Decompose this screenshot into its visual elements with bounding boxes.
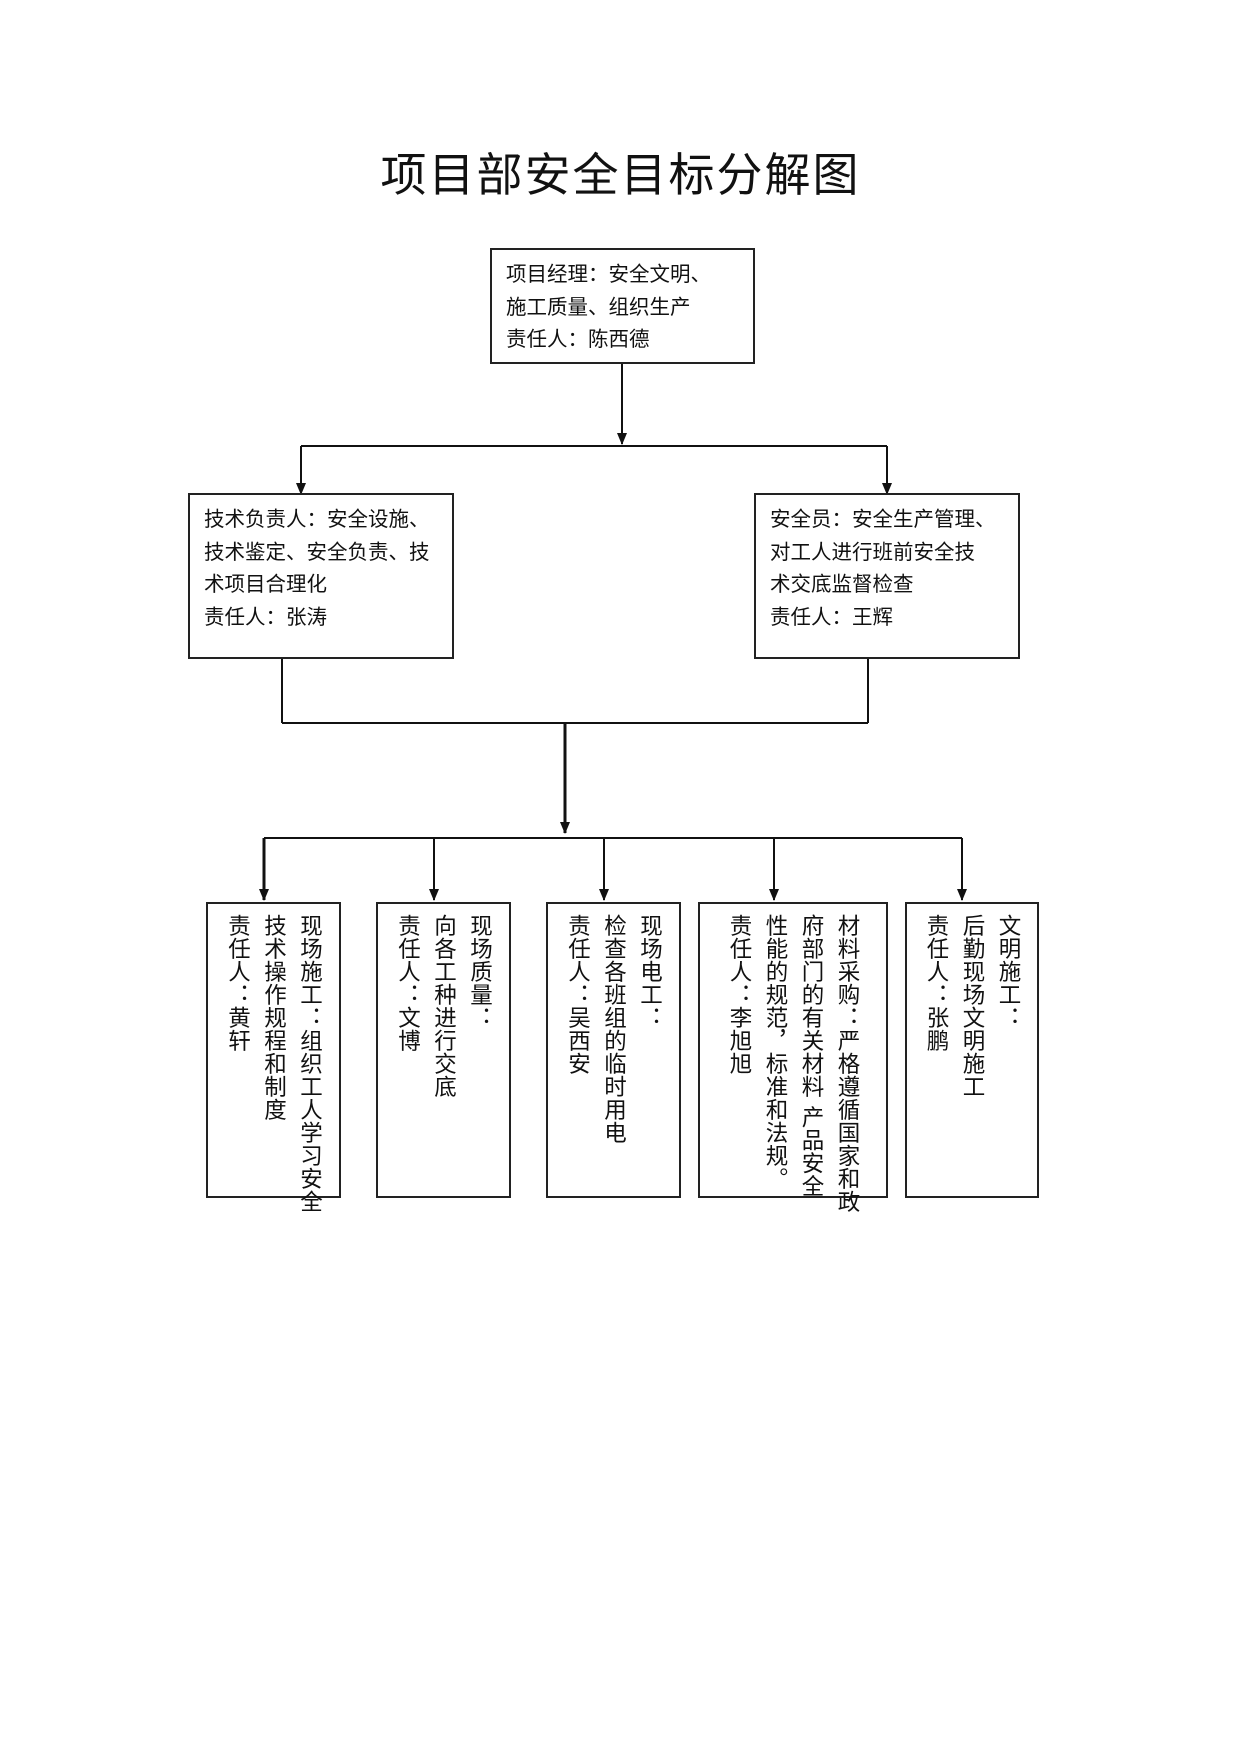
project-manager-line-2: 施工质量、组织生产 — [506, 294, 691, 319]
vertical-text-column: 责任人：李旭旭 — [726, 914, 752, 1075]
technical-lead-line-4: 责任人：张涛 — [204, 604, 327, 629]
vertical-text-column: 向各工种进行交底 — [430, 914, 457, 1098]
vertical-text-column: 技术操作规程和制度 — [260, 914, 287, 1121]
vertical-text-column: 后勤现场文明施工 — [959, 914, 985, 1098]
safety-officer-box: 安全员：安全生产管理、 对工人进行班前安全技 术交底监督检查 责任人：王辉 — [754, 493, 1020, 659]
bottom-box-site-construction: 现场施工：组织工人学习安全 技术操作规程和制度 责任人：黄轩 — [206, 902, 341, 1213]
vertical-text-column: 检查各班组的临时用电 — [600, 914, 627, 1144]
technical-lead-box: 技术负责人：安全设施、 技术鉴定、安全负责、技 术项目合理化 责任人：张涛 — [188, 493, 454, 659]
vertical-text-column: 责任人：文博 — [394, 914, 421, 1052]
vertical-text-column: 文明施工： — [995, 914, 1021, 1029]
vertical-text-column: 性能的规范，标准和法规。 — [762, 914, 788, 1190]
vertical-text-column: 责任人：张鹏 — [923, 914, 949, 1052]
bottom-box-site-quality: 现场质量： 向各工种进行交底 责任人：文博 — [376, 902, 511, 1198]
safety-officer-line-1: 安全员：安全生产管理、 — [770, 507, 996, 531]
bottom-box-civilized-construction: 文明施工： 后勤现场文明施工 责任人：张鹏 — [905, 902, 1039, 1198]
project-manager-line-3: 责任人：陈西德 — [506, 327, 650, 351]
vertical-text-column: 材料采购：严格遵循国家和政 — [834, 914, 860, 1213]
technical-lead-line-3: 术项目合理化 — [204, 572, 327, 596]
safety-officer-line-2: 对工人进行班前安全技 — [770, 539, 975, 564]
safety-officer-line-3: 术交底监督检查 — [770, 572, 914, 596]
bottom-box-material-procurement: 材料采购：严格遵循国家和政 府部门的有关材料 产品安全 性能的规范，标准和法规。… — [698, 902, 888, 1213]
bottom-box-site-electrician: 现场电工： 检查各班组的临时用电 责任人：吴西安 — [546, 902, 681, 1198]
page-title: 项目部安全目标分解图 — [380, 148, 861, 202]
vertical-text-column: 现场电工： — [636, 914, 663, 1029]
vertical-text-column: 现场质量： — [466, 914, 493, 1029]
vertical-text-column: 现场施工：组织工人学习安全 — [296, 914, 323, 1213]
project-manager-box: 项目经理：安全文明、 施工质量、组织生产 责任人：陈西德 — [490, 248, 755, 364]
vertical-text-column: 责任人：黄轩 — [224, 914, 251, 1052]
vertical-text-column: 责任人：吴西安 — [564, 914, 591, 1075]
project-manager-line-1: 项目经理：安全文明、 — [506, 262, 711, 286]
safety-officer-line-4: 责任人：王辉 — [770, 604, 893, 629]
vertical-text-column: 府部门的有关材料 产品安全 — [798, 914, 824, 1198]
technical-lead-line-2: 技术鉴定、安全负责、技 — [204, 539, 430, 564]
technical-lead-line-1: 技术负责人：安全设施、 — [204, 507, 430, 531]
